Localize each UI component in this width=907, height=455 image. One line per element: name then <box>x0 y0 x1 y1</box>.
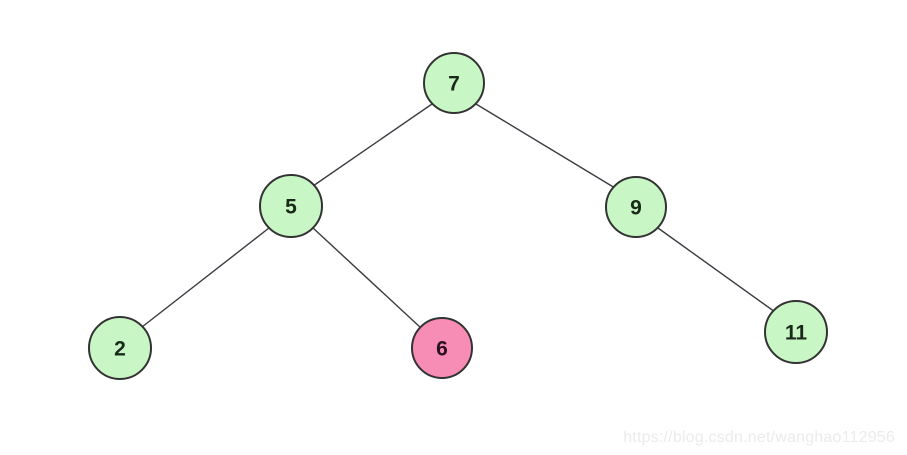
tree-edge-n5-n6 <box>312 227 422 329</box>
node-circle-9[interactable] <box>605 176 667 238</box>
node-circle-11[interactable] <box>764 300 828 364</box>
tree-edge-n5-n2 <box>141 227 270 328</box>
node-label-11: 11 <box>785 322 808 345</box>
tree-node-7[interactable]: 7 <box>423 52 485 114</box>
tree-node-11[interactable]: 11 <box>764 300 828 364</box>
tree-node-6[interactable]: 6 <box>411 317 473 379</box>
node-circle-5[interactable] <box>259 174 323 238</box>
node-circle-2[interactable] <box>88 316 152 380</box>
tree-node-9[interactable]: 9 <box>605 176 667 238</box>
watermark-text: https://blog.csdn.net/wanghao112956 <box>623 429 895 446</box>
tree-edge-n7-n9 <box>475 103 616 189</box>
node-circle-6[interactable] <box>411 317 473 379</box>
node-label-6: 6 <box>436 338 448 361</box>
node-label-7: 7 <box>448 73 460 96</box>
node-label-5: 5 <box>285 196 297 219</box>
node-label-9: 9 <box>630 197 642 220</box>
tree-node-2[interactable]: 2 <box>88 316 152 380</box>
node-layer: 7 5 9 2 6 11 <box>88 52 828 380</box>
tree-edge-n7-n5 <box>312 103 433 187</box>
node-label-2: 2 <box>114 338 126 361</box>
tree-edge-n9-n11 <box>657 227 776 313</box>
tree-node-5[interactable]: 5 <box>259 174 323 238</box>
node-circle-7[interactable] <box>423 52 485 114</box>
edge-layer <box>141 103 776 329</box>
